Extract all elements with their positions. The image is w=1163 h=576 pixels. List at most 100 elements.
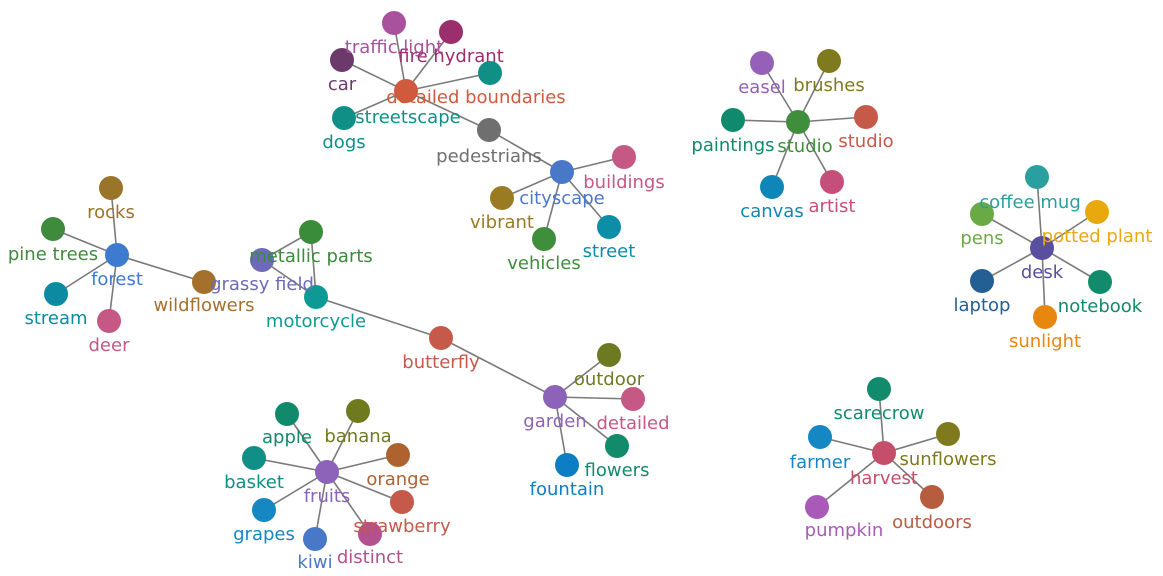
node-sunlight[interactable] <box>1033 305 1057 329</box>
node-artist[interactable] <box>820 170 844 194</box>
edge-harvest-pumpkin <box>816 452 885 508</box>
edge-pedestrians-cityscape <box>488 129 563 173</box>
node-label-kiwi: kiwi <box>297 552 332 573</box>
node-label-stream: stream <box>24 308 87 329</box>
node-apple[interactable] <box>275 402 299 426</box>
node-label-streetscape: streetscape <box>355 107 460 128</box>
node-label-traffic-light: traffic light <box>345 37 443 58</box>
node-outdoors[interactable] <box>920 485 944 509</box>
node-cityscape[interactable] <box>550 160 574 184</box>
node-sunflowers[interactable] <box>936 422 960 446</box>
node-label-studio: studio <box>777 136 832 157</box>
edge-detailed-boundaries-pedestrians <box>405 90 490 131</box>
node-scarecrow[interactable] <box>867 377 891 401</box>
node-label-farmer: farmer <box>790 452 851 473</box>
node-label-apple: apple <box>262 427 312 448</box>
node-label-easel: easel <box>738 77 786 98</box>
node-grapes[interactable] <box>252 498 276 522</box>
node-forest[interactable] <box>105 243 129 267</box>
node-label-distinct: distinct <box>337 547 403 568</box>
node-garden[interactable] <box>543 385 567 409</box>
edge-garden-detailed <box>554 396 634 400</box>
node-butterfly[interactable] <box>429 326 453 350</box>
node-desk[interactable] <box>1030 236 1054 260</box>
node-fire-hydrant[interactable] <box>439 20 463 44</box>
node-fruits[interactable] <box>315 460 339 484</box>
node-paintings[interactable] <box>721 108 745 132</box>
node-label-laptop: laptop <box>954 295 1011 316</box>
node-traffic-light[interactable] <box>382 11 406 35</box>
edge-detailed-boundaries-fire-hydrant <box>405 31 452 92</box>
node-coffee-mug[interactable] <box>1025 165 1049 189</box>
node-metallic-parts[interactable] <box>299 220 323 244</box>
node-rocks[interactable] <box>99 176 123 200</box>
node-detailed[interactable] <box>621 387 645 411</box>
node-pumpkin[interactable] <box>805 495 829 519</box>
edge-fruits-distinct <box>326 471 371 535</box>
node-laptop[interactable] <box>970 269 994 293</box>
node-wildflowers[interactable] <box>192 270 216 294</box>
node-notebook[interactable] <box>1088 270 1112 294</box>
node-label-coffee-mug: coffee mug <box>979 192 1081 213</box>
node-label-outdoors: outdoors <box>892 512 972 533</box>
node-potted-plant[interactable] <box>1085 200 1109 224</box>
node-grassy-field[interactable] <box>250 248 274 272</box>
node-label-grassy-field: grassy field <box>210 274 314 295</box>
node-easel[interactable] <box>750 51 774 75</box>
node-flowers[interactable] <box>605 434 629 458</box>
node-canvas[interactable] <box>760 175 784 199</box>
edge-fruits-basket <box>253 457 328 473</box>
node-label-pumpkin: pumpkin <box>805 520 884 541</box>
node-label-fruits: fruits <box>304 486 351 507</box>
node-pine-trees[interactable] <box>41 217 65 241</box>
node-label-detailed-boundaries: detailed boundaries <box>386 87 565 108</box>
node-label-metallic-parts: metallic parts <box>249 246 373 267</box>
node-studio[interactable] <box>786 110 810 134</box>
node-harvest[interactable] <box>872 441 896 465</box>
node-label-forest: forest <box>91 269 143 290</box>
node-outdoor[interactable] <box>597 343 621 367</box>
node-stream[interactable] <box>44 282 68 306</box>
edge-forest-stream <box>55 254 118 295</box>
node-farmer[interactable] <box>808 425 832 449</box>
node-vehicles[interactable] <box>532 227 556 251</box>
node-label-fountain: fountain <box>530 479 605 500</box>
node-label-harvest: harvest <box>850 468 918 489</box>
node-brushes[interactable] <box>817 49 841 73</box>
node-studio-2[interactable] <box>854 105 878 129</box>
node-streetscape[interactable] <box>478 61 502 85</box>
node-fountain[interactable] <box>555 453 579 477</box>
node-label-artist: artist <box>809 196 856 217</box>
node-label-studio-2: studio <box>838 131 893 152</box>
node-deer[interactable] <box>97 309 121 333</box>
node-label-orange: orange <box>366 469 429 490</box>
node-label-garden: garden <box>523 411 586 432</box>
node-basket[interactable] <box>242 446 266 470</box>
node-banana[interactable] <box>346 399 370 423</box>
node-label-paintings: paintings <box>691 135 774 156</box>
edge-fruits-orange <box>326 454 399 473</box>
node-label-detailed: detailed <box>596 413 669 434</box>
node-dogs[interactable] <box>332 106 356 130</box>
node-label-fire-hydrant: fire hydrant <box>398 46 504 67</box>
node-distinct[interactable] <box>358 522 382 546</box>
node-label-sunlight: sunlight <box>1009 331 1081 352</box>
node-label-banana: banana <box>324 426 391 447</box>
node-buildings[interactable] <box>612 145 636 169</box>
node-layer <box>41 11 1112 551</box>
node-street[interactable] <box>597 215 621 239</box>
node-detailed-boundaries[interactable] <box>394 79 418 103</box>
node-car[interactable] <box>330 48 354 72</box>
node-strawberry[interactable] <box>390 490 414 514</box>
node-kiwi[interactable] <box>303 527 327 551</box>
node-vibrant[interactable] <box>490 186 514 210</box>
node-pedestrians[interactable] <box>477 118 501 142</box>
node-label-pens: pens <box>960 228 1003 249</box>
node-pens[interactable] <box>970 202 994 226</box>
node-motorcycle[interactable] <box>304 285 328 309</box>
node-label-vehicles: vehicles <box>507 253 581 274</box>
node-orange[interactable] <box>386 443 410 467</box>
edge-detailed-boundaries-streetscape <box>405 72 491 92</box>
